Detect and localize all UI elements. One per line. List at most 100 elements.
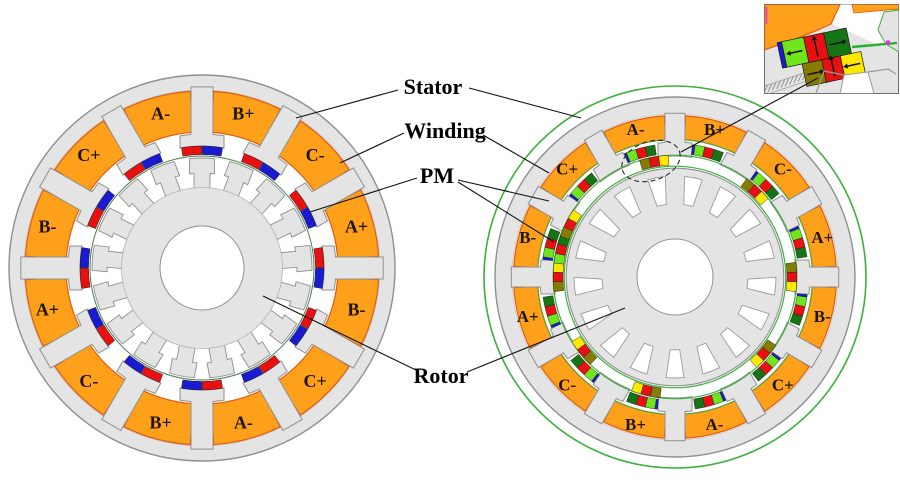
leader-line — [309, 177, 418, 213]
left-rotor — [91, 157, 313, 379]
pm-red — [140, 366, 163, 383]
winding-slot-label: B- — [519, 228, 536, 247]
rotor-flux-barrier-slot — [665, 349, 685, 379]
pm-dark-green — [570, 353, 585, 369]
rotor-flux-barrier-slot — [575, 240, 607, 263]
stator-tooth — [657, 112, 693, 158]
pm-yellow — [571, 336, 586, 351]
inset-winding — [764, 4, 841, 51]
pm-dark-green — [751, 367, 767, 382]
winding-slot-label: B+ — [232, 103, 254, 123]
leader-line — [468, 87, 582, 119]
pm-yellow — [749, 353, 764, 368]
leader-line — [262, 295, 419, 372]
rotor-flux-barrier-slot — [647, 175, 667, 207]
pm-red — [258, 354, 281, 374]
line — [789, 76, 794, 85]
right-shaft-hole — [636, 238, 714, 316]
rotor-flux-barrier-slot — [580, 304, 613, 331]
winding-slot-label: C- — [306, 145, 325, 165]
arrow-head-icon — [841, 39, 847, 45]
winding-slot-label: B- — [38, 217, 56, 237]
pm-red — [79, 268, 91, 289]
pm-red — [288, 189, 308, 212]
rotor-flux-barrier-slot — [683, 175, 703, 207]
rotor-tooth — [189, 157, 215, 195]
right-slot-pms — [542, 144, 808, 410]
arrow-head-icon — [828, 55, 834, 61]
pm-direction-arrow — [790, 49, 803, 54]
line — [767, 83, 773, 93]
pm-dark-green — [542, 295, 555, 308]
pm-blue — [258, 162, 281, 182]
leader-line — [680, 77, 819, 153]
winding-green-trim — [614, 399, 666, 415]
arrow-head-icon — [843, 63, 849, 69]
rotor-tooth — [206, 338, 235, 379]
winding-label: Winding — [404, 118, 486, 143]
inset-rotor-slot — [839, 71, 875, 94]
rotor-tooth — [274, 244, 313, 273]
pm-olive — [785, 262, 797, 273]
winding-green-trim — [537, 286, 553, 338]
pm-olive — [553, 281, 565, 292]
rotor-tooth — [91, 244, 130, 273]
leader-line — [295, 89, 399, 119]
line — [793, 74, 799, 84]
line — [776, 80, 781, 90]
left-airgap-line — [89, 155, 315, 381]
inset-magenta-dot — [886, 40, 890, 45]
right-slot-labels: B+C-A+B-C+A-B+C-A+B-C+A- — [517, 120, 834, 434]
arrow-head-icon — [786, 50, 792, 56]
line — [797, 73, 803, 82]
winding-green-trim — [537, 216, 553, 268]
pm-red — [202, 379, 223, 391]
winding-slot-label: C+ — [772, 375, 794, 394]
rotor-tooth — [92, 279, 134, 311]
pm-dark-green — [693, 397, 706, 410]
pm-blue — [123, 354, 146, 374]
rotor-flux-barrier-slot — [743, 240, 775, 263]
winding-slot-label: C+ — [77, 145, 100, 165]
left-machine: B+C-A+B-C+A-B+C-A+B-C+A- — [8, 74, 396, 462]
pm-yellow — [785, 281, 797, 292]
pm-detail-dashed-ellipse — [621, 139, 681, 183]
winding-slot-label: A+ — [345, 217, 368, 237]
pm-blue — [96, 189, 116, 212]
arrow-head-icon — [819, 69, 825, 75]
rotor-label: Rotor — [413, 363, 469, 388]
right-rotor — [565, 167, 785, 387]
leader-line — [466, 307, 626, 373]
pm-blue — [181, 379, 202, 391]
inset-stator-tooth — [877, 9, 899, 53]
winding-green-trim — [684, 139, 736, 155]
stator-tooth — [657, 396, 693, 442]
pm-red — [648, 156, 661, 168]
winding-slot-label: A- — [234, 413, 253, 433]
pm-direction-arrow — [813, 39, 819, 57]
rotor-flux-barrier-slot — [573, 276, 604, 296]
stator-label: Stator — [403, 74, 463, 99]
pm-dark-green — [789, 313, 803, 326]
pm-blue — [288, 324, 308, 347]
rotor-flux-barrier-slot — [708, 186, 737, 219]
left-pms — [79, 145, 325, 391]
inset-winding-2 — [851, 4, 899, 14]
leader-lines — [262, 77, 819, 373]
pm-red — [123, 162, 146, 182]
pm-direction-arrow — [847, 62, 861, 67]
winding-green-trim — [797, 216, 813, 268]
inset-rotor-teeth — [815, 68, 897, 94]
pm-red — [96, 324, 116, 347]
pm-blue — [241, 366, 264, 383]
pm-red — [786, 271, 798, 283]
pm-dark-green — [547, 228, 561, 241]
winding-green-trim — [797, 286, 813, 338]
rotor-tooth — [169, 338, 198, 379]
leader-line — [457, 179, 550, 202]
pm-dark-green — [626, 391, 639, 405]
inset-content — [764, 4, 899, 94]
rotor-flux-barrier-slot — [746, 276, 777, 296]
winding-slot-label: C- — [79, 371, 98, 391]
